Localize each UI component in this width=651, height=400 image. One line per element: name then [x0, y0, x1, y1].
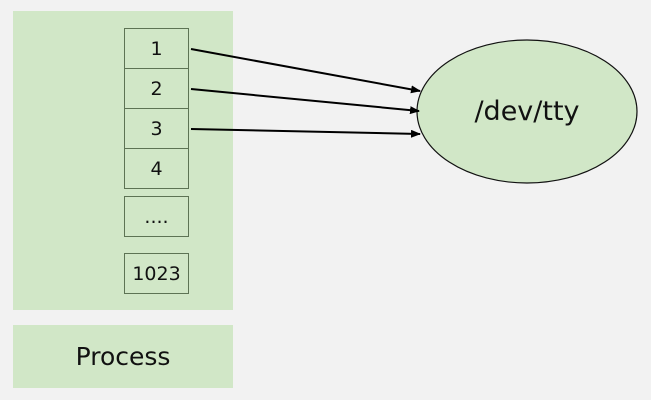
- fd-cell-label: 4: [150, 157, 163, 180]
- fd-cell-label: 1: [150, 37, 163, 60]
- process-box: Process: [13, 325, 233, 388]
- fd-cell-label: 2: [150, 77, 163, 100]
- process-label: Process: [75, 342, 171, 371]
- fd-cell-4: 4: [124, 148, 189, 189]
- fd-cell-label: 1023: [132, 262, 181, 285]
- fd-cell-label: ....: [144, 205, 169, 228]
- fd-cell-label: 3: [150, 117, 163, 140]
- dev-tty-node: [416, 39, 638, 184]
- process-fd-panel: [13, 11, 233, 310]
- fd-cell-1: 1: [124, 28, 189, 69]
- fd-cell-3: 3: [124, 108, 189, 149]
- fd-cell-1023: 1023: [124, 253, 189, 294]
- arrow-fd2-to-tty: [190, 88, 420, 115]
- arrow-fd3-to-tty: [190, 128, 421, 138]
- fd-cell-ellipsis: ....: [124, 196, 189, 237]
- arrow-fd1-to-tty: [190, 48, 421, 94]
